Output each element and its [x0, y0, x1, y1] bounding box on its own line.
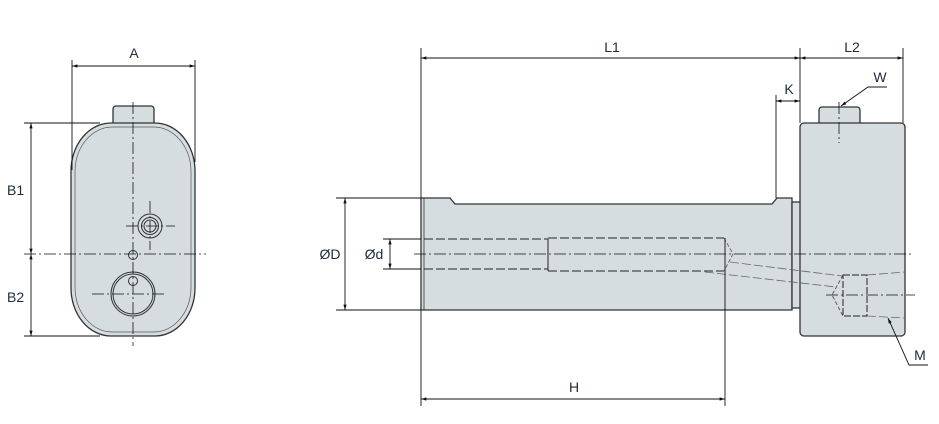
side-view: L1 L2 K W M ØD Ød H: [320, 39, 928, 406]
dim-label-b2: B2: [7, 289, 24, 305]
dim-label-k: K: [784, 81, 794, 97]
top-key-side: [818, 106, 861, 126]
dim-label-a: A: [129, 45, 139, 61]
hidden-passage-line: [729, 261, 843, 277]
dim-label-outer-diameter: ØD: [320, 246, 341, 262]
top-key: [112, 105, 155, 126]
leader-m: [887, 317, 928, 366]
dim-label-b1: B1: [7, 182, 24, 198]
dim-label-w: W: [873, 69, 887, 85]
dim-label-inner-diameter: Ød: [365, 246, 384, 262]
dim-label-h: H: [569, 379, 579, 395]
end-view: A B1 B2: [7, 45, 206, 346]
port-drill-point: [831, 274, 844, 317]
hidden-thread-line: [866, 315, 906, 319]
block: [799, 122, 906, 337]
leader-w: [840, 86, 887, 107]
dim-label-l2: L2: [844, 39, 860, 55]
hidden-port: [842, 274, 868, 317]
shaft: [420, 197, 793, 311]
dim-label-l1: L1: [604, 39, 620, 55]
hidden-passage-line: [704, 271, 837, 288]
bore-drill-point: [723, 237, 734, 272]
dim-label-m: M: [914, 347, 926, 363]
hidden-thread-line: [866, 271, 906, 276]
